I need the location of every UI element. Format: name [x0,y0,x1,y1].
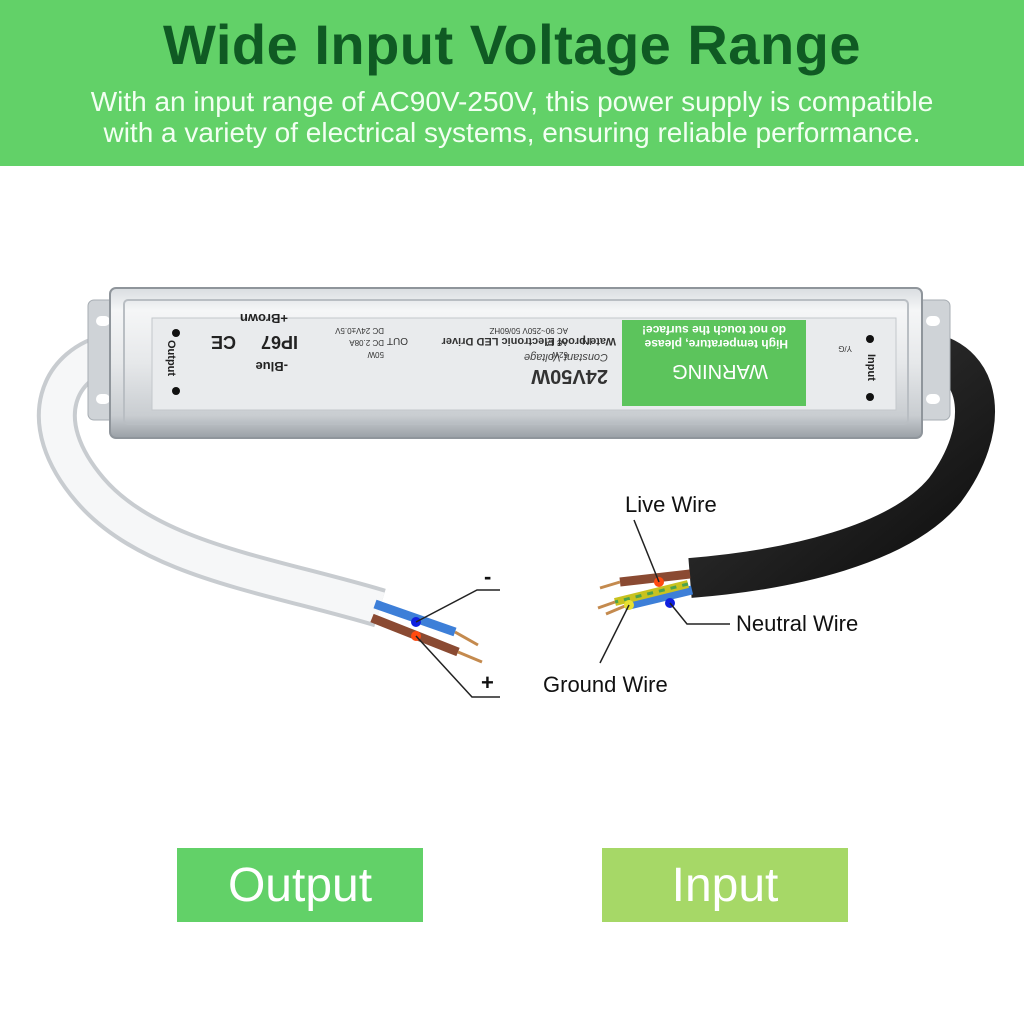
input-label: Input [671,858,779,912]
input-label-box: Input [602,848,848,922]
warning-panel [622,320,806,406]
cert-text: CE [211,332,236,352]
out-tag: OUT [387,335,408,346]
subtitle-line-1: With an input range of AC90V-250V, this … [90,86,934,117]
yg-label: Y/G [838,344,852,353]
subtitle-line-2: with a variety of electrical systems, en… [103,117,921,148]
in-tag: IN [582,335,592,346]
minus-label: -Blue [256,359,289,374]
output-label-box: Output [177,848,423,922]
input-side-label: Input [865,354,877,381]
warning-title: WARNING [672,360,768,382]
in-spec-2: AC 1A [544,338,568,347]
model-text: 24V50W [531,365,608,387]
output-side-label: Output [165,340,177,376]
minus-leader [415,589,500,623]
input-wire-blue [623,585,694,611]
page-subtitle: With an input range of AC90V-250V, this … [40,86,984,148]
input-wire-brown [619,569,691,587]
plus-label: +Brown [240,311,288,326]
header-banner: Wide Input Voltage Range With an input r… [0,0,1024,166]
out-spec-3: 50W [367,350,384,359]
warning-line-2: do not touch the surface! [642,323,786,337]
plus-sign: + [481,670,494,695]
neutral-wire-label: Neutral Wire [736,611,858,636]
rating-text: IP67 [261,332,298,352]
plus-leader [415,635,500,698]
neutral-leader [669,602,730,625]
power-supply-illustration: WARNING High temperature, please do not … [36,287,995,698]
warning-line-1: High temperature, please [644,337,788,351]
in-spec-3: 62W [551,350,568,359]
out-spec-1: DC 24V±0.5V [334,326,384,335]
ground-leader [599,604,630,664]
page-title: Wide Input Voltage Range [162,13,862,76]
ground-wire-label: Ground Wire [543,672,668,697]
description-text: Waterproof Electronic LED Driver [441,335,616,347]
in-spec-1: AC 90~250V 50/60HZ [489,326,568,335]
input-cable [688,332,995,598]
live-leader [633,519,660,583]
out-spec-2: DC 2.08A [349,338,384,347]
script-text: Constant Voltage [524,351,608,363]
minus-sign: - [484,564,491,589]
live-wire-label: Live Wire [625,492,717,517]
output-label: Output [227,858,373,912]
